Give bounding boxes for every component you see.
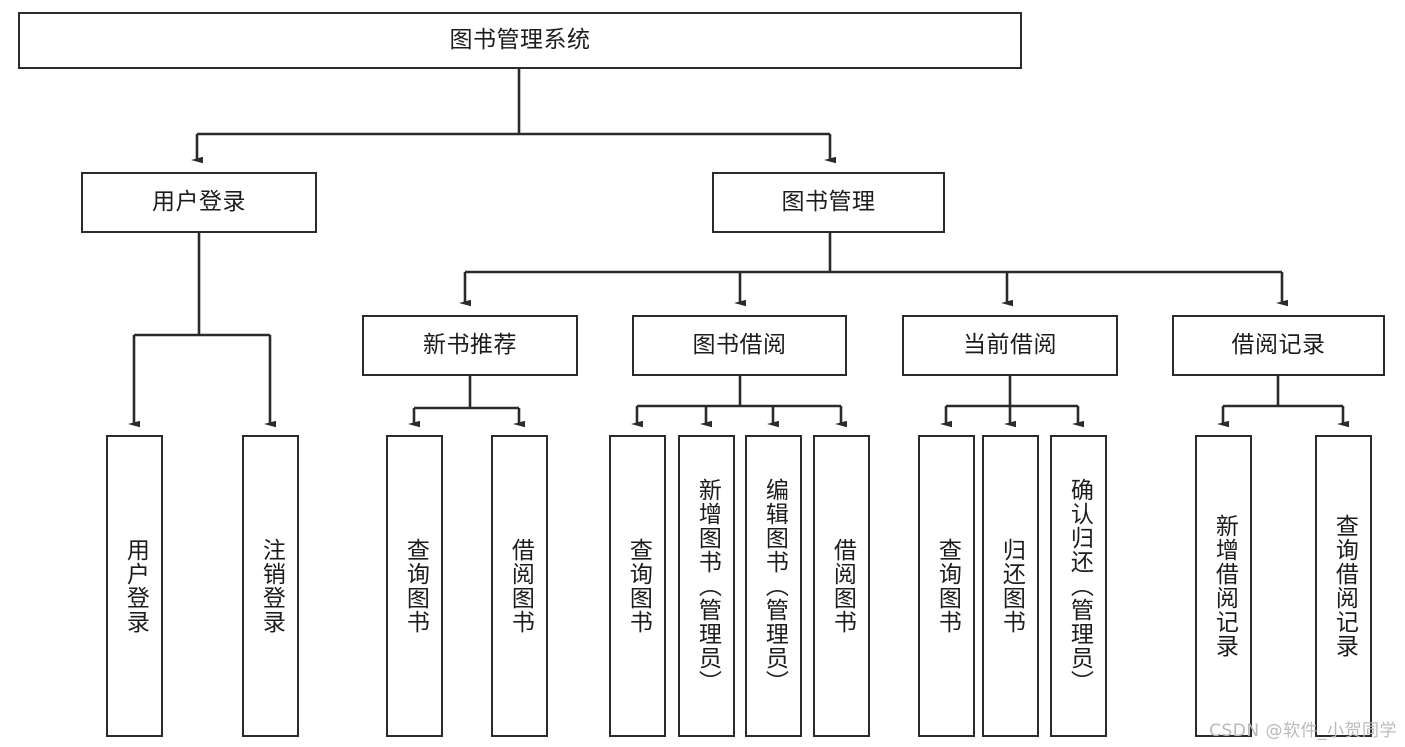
node-label: 新增借阅记录 <box>1211 514 1238 658</box>
node-label: 用户登录 <box>122 538 149 634</box>
watermark-text: CSDN @软件_小贺同学 <box>1209 721 1397 741</box>
leaf-current-return-book[interactable]: 归还图书 <box>982 435 1039 737</box>
node-book-borrow[interactable]: 图书借阅 <box>632 315 847 376</box>
node-label: 借阅图书 <box>829 538 856 634</box>
leaf-recommend-borrow-book[interactable]: 借阅图书 <box>491 435 548 737</box>
node-label: 当前借阅 <box>963 331 1057 358</box>
node-label: 用户登录 <box>152 188 246 215</box>
node-current-borrow[interactable]: 当前借阅 <box>902 315 1118 376</box>
leaf-records-query-record[interactable]: 查询借阅记录 <box>1315 435 1372 737</box>
node-label: 新增图书（管理员） <box>694 478 721 694</box>
node-label: 注销登录 <box>258 538 285 634</box>
node-label: 借阅记录 <box>1231 331 1326 358</box>
leaf-borrow-borrow-book[interactable]: 借阅图书 <box>813 435 870 737</box>
node-label: 确认归还（管理员） <box>1066 478 1093 694</box>
node-label: 编辑图书（管理员） <box>761 478 788 694</box>
leaf-user-login-login[interactable]: 用户登录 <box>106 435 163 737</box>
leaf-borrow-edit-book-admin[interactable]: 编辑图书（管理员） <box>745 435 802 737</box>
node-label: 查询图书 <box>934 538 961 634</box>
node-label: 新书推荐 <box>423 331 517 358</box>
node-label: 图书管理系统 <box>449 26 591 53</box>
node-label: 查询图书 <box>625 538 652 634</box>
leaf-user-login-logout[interactable]: 注销登录 <box>242 435 299 737</box>
leaf-recommend-query-book[interactable]: 查询图书 <box>386 435 443 737</box>
node-root-system[interactable]: 图书管理系统 <box>18 12 1022 69</box>
node-label: 图书管理 <box>781 188 876 215</box>
node-label: 归还图书 <box>998 538 1025 634</box>
node-label: 图书借阅 <box>692 331 787 358</box>
leaf-borrow-query-book[interactable]: 查询图书 <box>609 435 666 737</box>
node-label: 查询图书 <box>402 538 429 634</box>
leaf-current-confirm-return-admin[interactable]: 确认归还（管理员） <box>1050 435 1107 737</box>
node-borrow-records[interactable]: 借阅记录 <box>1172 315 1385 376</box>
node-label: 借阅图书 <box>507 538 534 634</box>
node-new-book-recommend[interactable]: 新书推荐 <box>362 315 578 376</box>
leaf-records-add-record[interactable]: 新增借阅记录 <box>1195 435 1252 737</box>
node-label: 查询借阅记录 <box>1331 514 1358 658</box>
node-user-login[interactable]: 用户登录 <box>81 172 317 233</box>
leaf-current-query-book[interactable]: 查询图书 <box>918 435 975 737</box>
leaf-borrow-add-book-admin[interactable]: 新增图书（管理员） <box>678 435 735 737</box>
node-book-management[interactable]: 图书管理 <box>712 172 945 233</box>
